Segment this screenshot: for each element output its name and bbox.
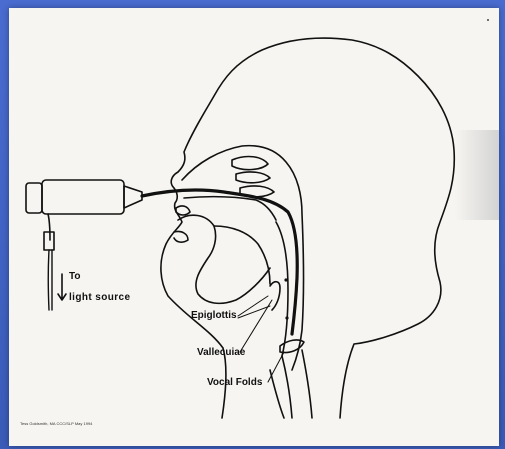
pharynx-wall — [276, 222, 288, 356]
light-cable — [48, 250, 52, 310]
leader-vocal-folds — [268, 352, 284, 382]
neck-front — [270, 370, 284, 418]
lower-lip — [174, 231, 188, 242]
marker-dot — [284, 278, 287, 281]
light-cable-upper — [48, 214, 50, 240]
light-connector — [44, 232, 54, 250]
trachea — [282, 350, 312, 418]
epiglottis — [270, 282, 280, 310]
tongue-back — [214, 226, 270, 284]
turbinate-upper — [232, 157, 268, 170]
label-vocal-folds: Vocal Folds — [207, 377, 262, 388]
scope-body — [42, 180, 124, 214]
label-light-source: light source — [69, 292, 130, 303]
label-epiglottis: Epiglottis — [191, 310, 237, 321]
label-valleculae: Vallecuiae — [197, 347, 245, 358]
author-credit: Tess Goldsmith, MA CCC/SLP May 1994 — [20, 421, 92, 426]
scope-tip — [124, 186, 142, 208]
tongue — [178, 215, 270, 303]
scope-eyepiece — [26, 183, 42, 213]
teeth — [176, 206, 190, 215]
ink-spot — [487, 19, 489, 21]
turbinate-middle — [236, 172, 270, 183]
leader-epiglottis — [238, 296, 270, 318]
arrow-down-icon — [58, 274, 66, 300]
leader-valleculae — [240, 300, 272, 352]
head-outline — [161, 38, 454, 418]
label-to: To — [69, 271, 80, 282]
marker-dot — [285, 316, 288, 319]
